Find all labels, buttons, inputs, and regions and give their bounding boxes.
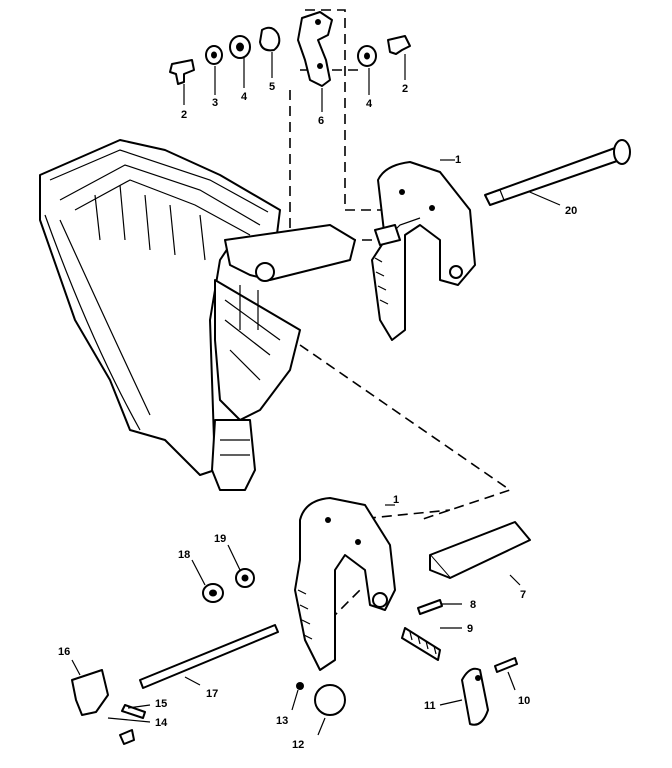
clamp-bracket-lower [294,497,396,671]
top-leader-lines [183,52,561,206]
top-hardware [169,11,411,87]
callout-15: 15 [155,698,167,710]
callout-2-right: 2 [402,83,408,95]
clamp-pad [429,521,531,579]
callout-8: 8 [470,599,476,611]
callout-16: 16 [58,646,70,658]
callout-6: 6 [318,115,324,127]
callout-labels: 2 3 4 5 6 4 2 1 20 1 7 8 9 10 11 12 13 1… [58,81,577,751]
callout-4-right: 4 [366,98,373,110]
callout-1-upper: 1 [455,154,461,166]
callout-7: 7 [520,589,526,601]
driveshaft-housing [39,139,356,491]
callout-11: 11 [424,700,436,712]
callout-5: 5 [269,81,275,93]
lower-leader-lines [71,504,521,736]
lower-right-hardware [401,599,518,726]
callout-13: 13 [276,715,288,727]
callout-4-left: 4 [241,91,248,103]
callout-3: 3 [212,97,218,109]
callout-12: 12 [292,739,304,751]
callout-9: 9 [467,623,473,635]
callout-17: 17 [206,688,218,700]
callout-2-left: 2 [181,109,187,121]
callout-10: 10 [518,695,530,707]
callout-14: 14 [155,717,168,729]
tilt-bolt [484,139,631,206]
callout-20: 20 [565,205,577,217]
lower-left-hardware [71,568,346,745]
callout-18: 18 [178,549,190,561]
callout-19: 19 [214,533,226,545]
callout-1-lower: 1 [393,494,399,506]
clamp-bracket-upper [371,161,476,341]
